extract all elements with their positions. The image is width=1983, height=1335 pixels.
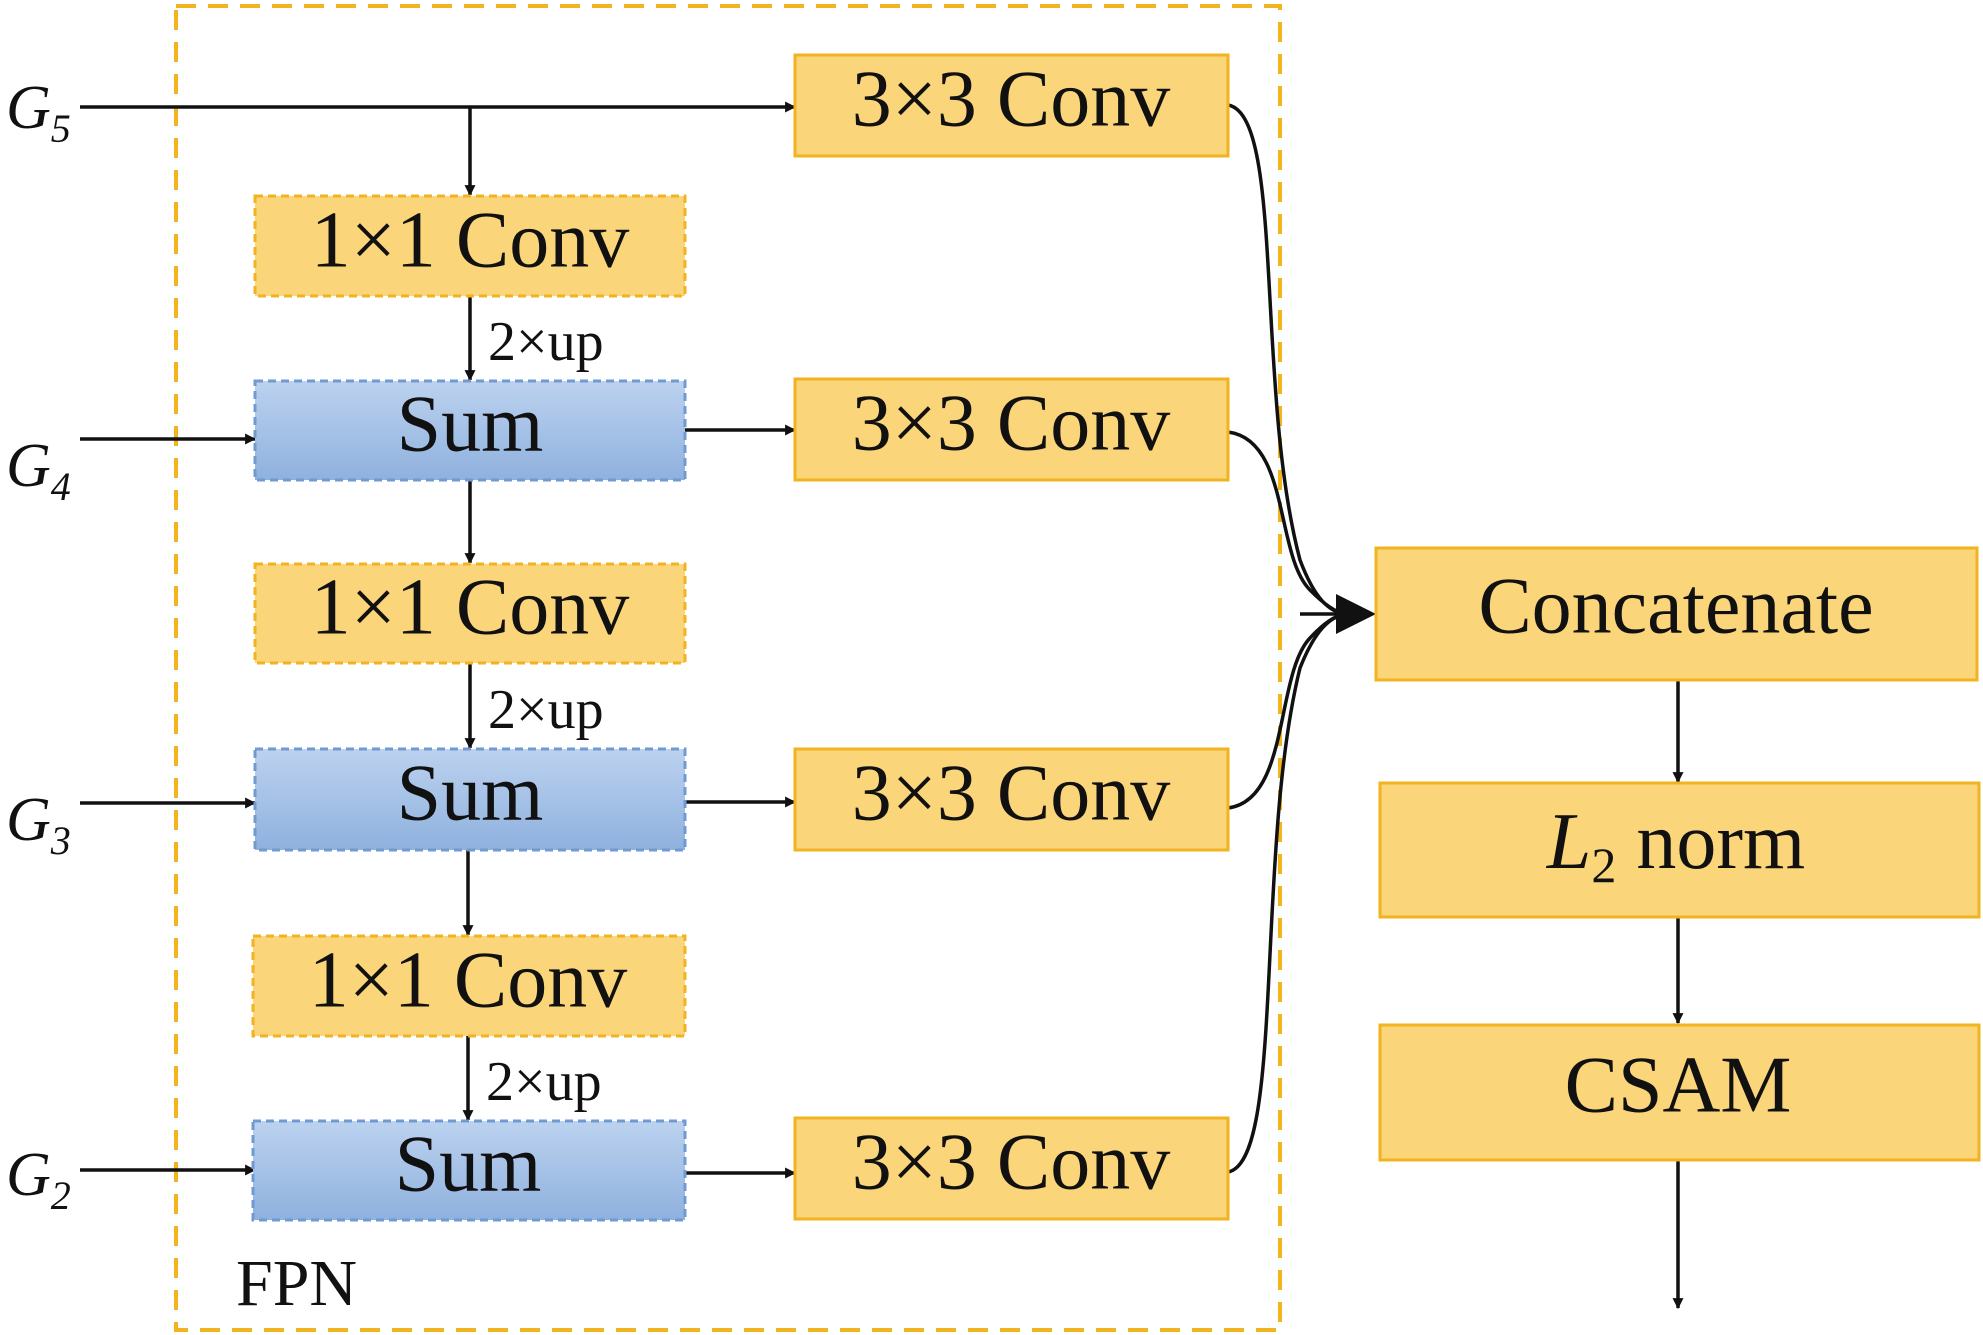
input-label-g4: G4	[6, 432, 71, 509]
fpn-container	[174, 4, 1282, 1332]
conv1-box-2: 1×1 Conv	[251, 934, 687, 1038]
upsample-label-2: 2×up	[486, 1051, 602, 1113]
conv3-box-rect	[793, 747, 1230, 852]
conv3-box-1: 3×3 Conv	[793, 377, 1230, 482]
conv3-box-0: 3×3 Conv	[793, 53, 1230, 158]
l2-norm-box: L2 norm	[1378, 781, 1981, 919]
curve-conv3-2-to-concat	[1227, 612, 1346, 810]
conv1-box-rect	[251, 934, 687, 1038]
sum-box-rect	[251, 1119, 687, 1222]
conv3-label: 3×3 Conv	[852, 749, 1170, 837]
conv1-box-rect	[253, 194, 687, 298]
csam-label: CSAM	[1565, 1041, 1792, 1129]
sum-box-rect	[253, 379, 687, 482]
sum-label: Sum	[397, 380, 544, 468]
conv3-box-rect	[793, 1116, 1230, 1221]
conv1-box-0: 1×1 Conv	[253, 194, 687, 298]
conv3-box-rect	[793, 377, 1230, 482]
csam-box: CSAM	[1378, 1023, 1981, 1162]
merge-curves	[1227, 103, 1376, 1174]
connectors	[80, 101, 1684, 1310]
sum-box-1: Sum	[253, 747, 687, 852]
csam-box-rect	[1378, 1023, 1981, 1162]
conv3-box-rect	[793, 53, 1230, 158]
concatenate-box-rect	[1374, 546, 1979, 682]
conv1-box-1: 1×1 Conv	[253, 562, 687, 665]
conv3-label: 3×3 Conv	[852, 55, 1170, 143]
conv3-label: 3×3 Conv	[852, 1118, 1170, 1206]
input-label-g5: G5	[6, 74, 71, 151]
concatenate-box: Concatenate	[1374, 546, 1979, 682]
curve-conv3-1-to-concat	[1227, 430, 1346, 616]
input-label-g3: G3	[6, 786, 71, 863]
conv1-label: 1×1 Conv	[311, 563, 629, 651]
conv3-box-3: 3×3 Conv	[793, 1116, 1230, 1221]
conv1-label: 1×1 Conv	[311, 196, 629, 284]
conv1-label: 1×1 Conv	[309, 936, 627, 1024]
sum-label: Sum	[395, 1120, 542, 1208]
upsample-label-0: 2×up	[488, 311, 604, 373]
sum-box-rect	[253, 747, 687, 852]
sum-label: Sum	[397, 749, 544, 837]
upsample-label-1: 2×up	[488, 679, 604, 741]
curve-conv3-3-to-concat	[1227, 612, 1346, 1174]
sum-box-0: Sum	[253, 379, 687, 482]
sum-box-2: Sum	[251, 1119, 687, 1222]
concatenate-label: Concatenate	[1478, 562, 1873, 650]
l2-norm-box-rect	[1378, 781, 1981, 919]
l2-norm-label: L2 norm	[1546, 798, 1805, 893]
conv3-box-2: 3×3 Conv	[793, 747, 1230, 852]
input-label-g2: G2	[6, 1141, 71, 1218]
conv3-label: 3×3 Conv	[852, 379, 1170, 467]
fpn-label: FPN	[236, 1247, 357, 1320]
conv1-box-rect	[253, 562, 687, 665]
